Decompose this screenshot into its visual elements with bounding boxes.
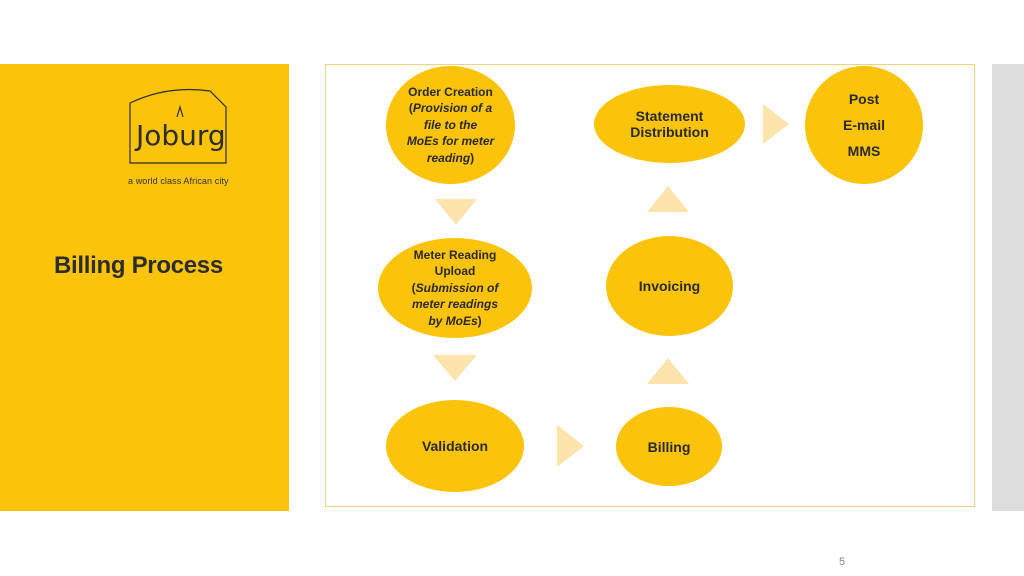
arrow-down-icon <box>433 355 477 381</box>
node-delivery-channels: Post E-mail MMS <box>805 66 923 184</box>
sidebar-panel <box>0 64 289 511</box>
right-edge-bar <box>992 64 1024 511</box>
order-creation-detail-3: MoEs for meter <box>406 134 495 149</box>
page-title: Billing Process <box>54 252 223 279</box>
channel-post: Post <box>848 91 880 107</box>
arrow-right-icon <box>557 425 584 467</box>
logo-wordmark: Joburg <box>134 119 226 152</box>
arrow-up-icon <box>647 358 689 384</box>
arrow-up-icon <box>647 186 689 212</box>
joburg-logo-icon: Joburg <box>129 88 227 164</box>
arrow-right-icon <box>763 104 789 144</box>
node-statement-distribution: Statement Distribution <box>594 85 745 163</box>
node-validation: Validation <box>386 400 524 492</box>
order-creation-detail-1: Provision of a <box>412 101 493 116</box>
arrow-down-icon <box>435 199 477 225</box>
node-meter-reading-upload: Meter Reading Upload (Submission of mete… <box>378 238 532 338</box>
page-number: 5 <box>839 556 846 568</box>
channel-mms: MMS <box>847 143 881 159</box>
node-order-creation: Order Creation (Provision of a file to t… <box>386 66 515 184</box>
tagline: a world class African city <box>128 176 229 186</box>
order-creation-title: Order Creation <box>408 84 493 99</box>
order-creation-detail-4: reading <box>426 150 471 165</box>
order-creation-detail-2: file to the <box>423 117 478 132</box>
node-billing: Billing <box>616 407 722 486</box>
node-invoicing: Invoicing <box>606 236 733 336</box>
channel-email: E-mail <box>842 117 885 133</box>
